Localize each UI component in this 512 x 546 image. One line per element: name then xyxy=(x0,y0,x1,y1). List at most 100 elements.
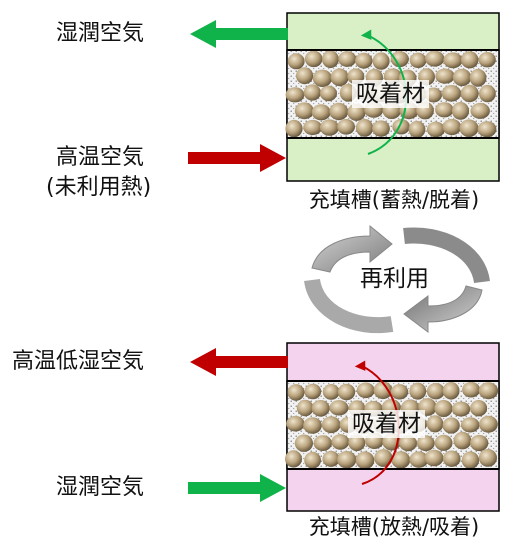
adsorbent-bead xyxy=(372,52,390,70)
adsorbent-bead xyxy=(399,435,417,452)
adsorbent-bead xyxy=(391,451,411,469)
adsorbent-bead xyxy=(372,120,390,137)
adsorbent-bead xyxy=(322,384,340,400)
top-outlet-arrow xyxy=(190,20,288,48)
bottom-adsorbent-beads xyxy=(285,381,499,470)
adsorbent-bead xyxy=(409,451,429,468)
adsorbent-bead xyxy=(435,68,455,84)
adsorbent-bead xyxy=(470,434,489,452)
adsorbent-bead xyxy=(453,431,472,450)
top-inlet-arrow xyxy=(188,144,286,172)
adsorbent-bead xyxy=(442,382,460,400)
adsorbent-bead xyxy=(478,382,499,400)
adsorbent-bead xyxy=(479,84,496,103)
adsorbent-bead xyxy=(435,102,454,118)
adsorbent-bead xyxy=(416,435,435,452)
adsorbent-bead xyxy=(477,121,497,138)
adsorbent-bead xyxy=(478,449,497,467)
adsorbent-bead xyxy=(337,451,357,469)
adsorbent-bead xyxy=(469,68,487,87)
bottom-outlet-label: 高温低湿空気 xyxy=(12,349,145,374)
top-tank-label: 充填槽(蓄熱/脱着) xyxy=(308,188,480,212)
adsorbent-bead xyxy=(296,399,314,417)
adsorbent-bead xyxy=(426,415,444,433)
adsorbent-bead xyxy=(390,384,409,400)
adsorbent-bead xyxy=(425,87,442,103)
adsorbent-bead xyxy=(304,50,323,68)
adsorbent-bead xyxy=(285,450,302,468)
adsorbent-bead xyxy=(331,434,350,450)
adsorbent-bead xyxy=(409,52,427,68)
cycle-arrow-lower xyxy=(403,285,483,333)
top-inlet-sublabel: (未利用熱) xyxy=(46,175,152,200)
adsorbent-bead xyxy=(355,451,375,470)
adsorbent-bead xyxy=(459,119,479,137)
adsorbent-bead xyxy=(442,417,460,434)
adsorbent-bead xyxy=(287,384,305,401)
bottom-inlet-arrow xyxy=(188,474,286,502)
bottom-material-label: 吸着材 xyxy=(348,410,425,438)
adsorbent-bead xyxy=(479,415,498,433)
adsorbent-bead xyxy=(461,451,480,470)
adsorbent-bead xyxy=(311,104,331,121)
adsorbent-bead xyxy=(312,69,332,88)
adsorbent-bead xyxy=(285,87,305,103)
adsorbent-bead xyxy=(287,53,305,70)
adsorbent-bead xyxy=(478,52,496,68)
adsorbent-bead xyxy=(462,381,481,398)
adsorbent-bead xyxy=(356,382,375,399)
adsorbent-bead xyxy=(434,434,453,451)
adsorbent-bead xyxy=(304,451,321,469)
adsorbent-bead xyxy=(304,383,322,400)
adsorbent-bead xyxy=(303,84,321,101)
top-material-label: 吸着材 xyxy=(352,80,429,108)
adsorbent-bead xyxy=(441,85,462,102)
adsorbent-bead xyxy=(322,450,340,467)
top-inlet-label: 高温空気 xyxy=(56,145,145,170)
bottom-inlet-label: 湿潤空気 xyxy=(56,475,145,500)
adsorbent-bead xyxy=(348,434,366,452)
adsorbent-bead xyxy=(460,51,479,69)
adsorbent-bead xyxy=(442,118,462,136)
adsorbent-bead xyxy=(311,400,330,417)
adsorbent-bead xyxy=(294,434,313,452)
bottom-outlet-arrow xyxy=(190,348,288,376)
adsorbent-bead xyxy=(443,52,463,69)
adsorbent-bead xyxy=(294,102,314,120)
adsorbent-bead xyxy=(321,416,341,434)
adsorbent-bead xyxy=(338,51,357,67)
bottom-tank-label: 充填槽(放熱/吸着) xyxy=(308,515,480,539)
adsorbent-bead xyxy=(303,119,322,136)
adsorbent-bead xyxy=(286,415,305,432)
adsorbent-bead xyxy=(452,68,472,87)
adsorbent-bead xyxy=(313,435,332,451)
adsorbent-bead xyxy=(442,450,461,467)
adsorbent-bead xyxy=(409,382,427,400)
adsorbent-bead xyxy=(470,102,490,119)
adsorbent-bead xyxy=(285,119,303,138)
adsorbent-bead xyxy=(355,52,373,69)
reuse-cycle-arrows xyxy=(304,224,490,334)
adsorbent-bead xyxy=(424,449,444,467)
adsorbent-bead xyxy=(319,119,339,136)
adsorbent-bead xyxy=(373,381,393,400)
adsorbent-bead xyxy=(434,400,453,417)
adsorbent-bead xyxy=(303,417,322,434)
adsorbent-bead xyxy=(337,383,356,401)
adsorbent-bead xyxy=(337,119,355,135)
adsorbent-bead xyxy=(426,383,445,400)
adsorbent-bead xyxy=(451,401,471,417)
adsorbent-bead xyxy=(426,121,445,138)
adsorbent-bead xyxy=(296,67,314,85)
adsorbent-bead xyxy=(322,50,339,69)
adsorbent-bead xyxy=(460,84,479,103)
adsorbent-bead xyxy=(408,120,426,138)
adsorbent-bead xyxy=(330,68,349,87)
adsorbent-bead xyxy=(329,102,349,121)
adsorbent-bead xyxy=(374,449,393,467)
adsorbent-bead xyxy=(329,400,349,416)
bottom-tank xyxy=(285,342,500,512)
reuse-cycle-label: 再利用 xyxy=(360,266,429,292)
adsorbent-bead xyxy=(347,103,366,121)
